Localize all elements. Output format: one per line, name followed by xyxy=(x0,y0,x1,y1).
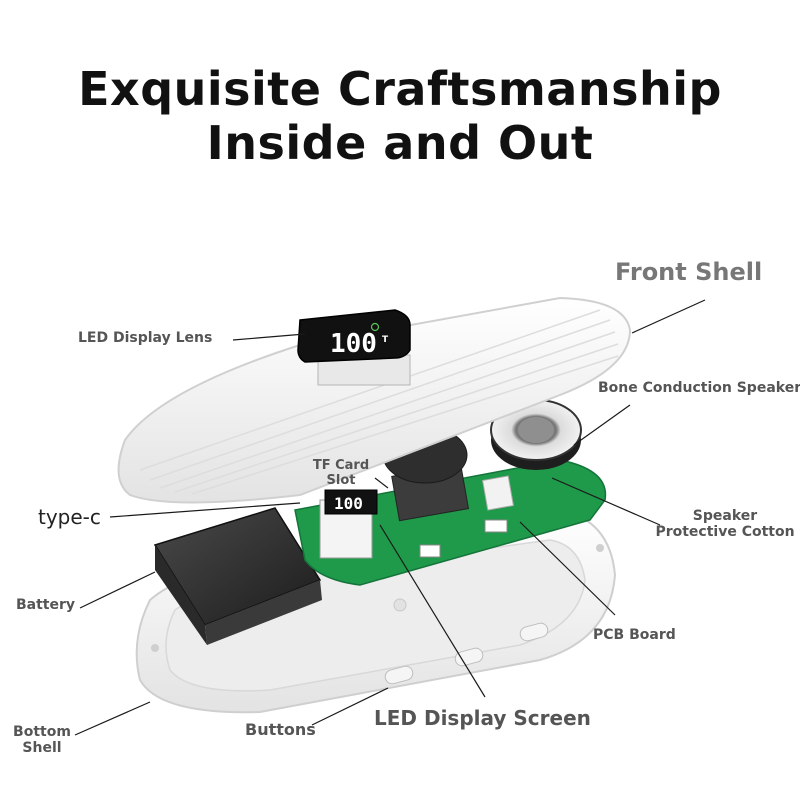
label-pcb-board: PCB Board xyxy=(593,627,676,643)
buttons-leader xyxy=(311,687,389,726)
lens-indicator-icon xyxy=(370,322,380,332)
buttons xyxy=(384,622,549,685)
bottom-shell-leader xyxy=(74,701,151,736)
lens-display-unit: T xyxy=(382,335,389,345)
label-bottom-shell-line-1: Bottom xyxy=(13,724,71,740)
battery-leader xyxy=(79,571,156,609)
label-front-shell: Front Shell xyxy=(615,258,763,286)
front-shell-leader xyxy=(631,299,706,334)
label-buttons: Buttons xyxy=(245,720,316,739)
lens-leader xyxy=(232,333,306,341)
front-shell xyxy=(117,296,632,504)
label-tf-card-slot: TF Card Slot xyxy=(305,458,377,488)
label-tf-card-slot-line-2: Slot xyxy=(326,473,356,488)
label-speaker-protective-cotton: Speaker Protective Cotton xyxy=(655,508,795,540)
tf-card-leader xyxy=(374,477,389,489)
type-c-leader xyxy=(109,502,301,518)
heading-line-2: Inside and Out xyxy=(206,116,594,170)
label-bone-conduction-speaker: Bone Conduction Speaker xyxy=(598,380,800,396)
label-led-display-lens: LED Display Lens xyxy=(78,330,213,346)
bone-conduction-speaker xyxy=(490,399,582,470)
label-led-display-screen: LED Display Screen xyxy=(374,706,591,730)
lens-display-readout: 100 xyxy=(330,329,377,359)
pcb-display-readout: 100 xyxy=(334,494,363,513)
label-tf-card-slot-line-1: TF Card xyxy=(312,458,370,473)
leader-lines xyxy=(74,299,706,736)
label-bottom-shell-line-2: Shell xyxy=(22,740,62,756)
led-display-lens: 100 T xyxy=(297,309,411,386)
heading-line-1: Exquisite Craftsmanship xyxy=(78,62,722,116)
label-speaker-cotton-line-2: Protective Cotton xyxy=(655,524,795,540)
cotton-leader xyxy=(551,477,661,526)
pcb-leader xyxy=(519,521,616,616)
label-bottom-shell: Bottom Shell xyxy=(10,724,74,756)
battery xyxy=(153,507,322,645)
screen-leader xyxy=(379,524,486,698)
label-battery: Battery xyxy=(16,597,76,613)
label-type-c: type-c xyxy=(38,505,101,529)
label-speaker-cotton-line-1: Speaker xyxy=(692,508,758,524)
speaker-leader xyxy=(573,404,631,446)
